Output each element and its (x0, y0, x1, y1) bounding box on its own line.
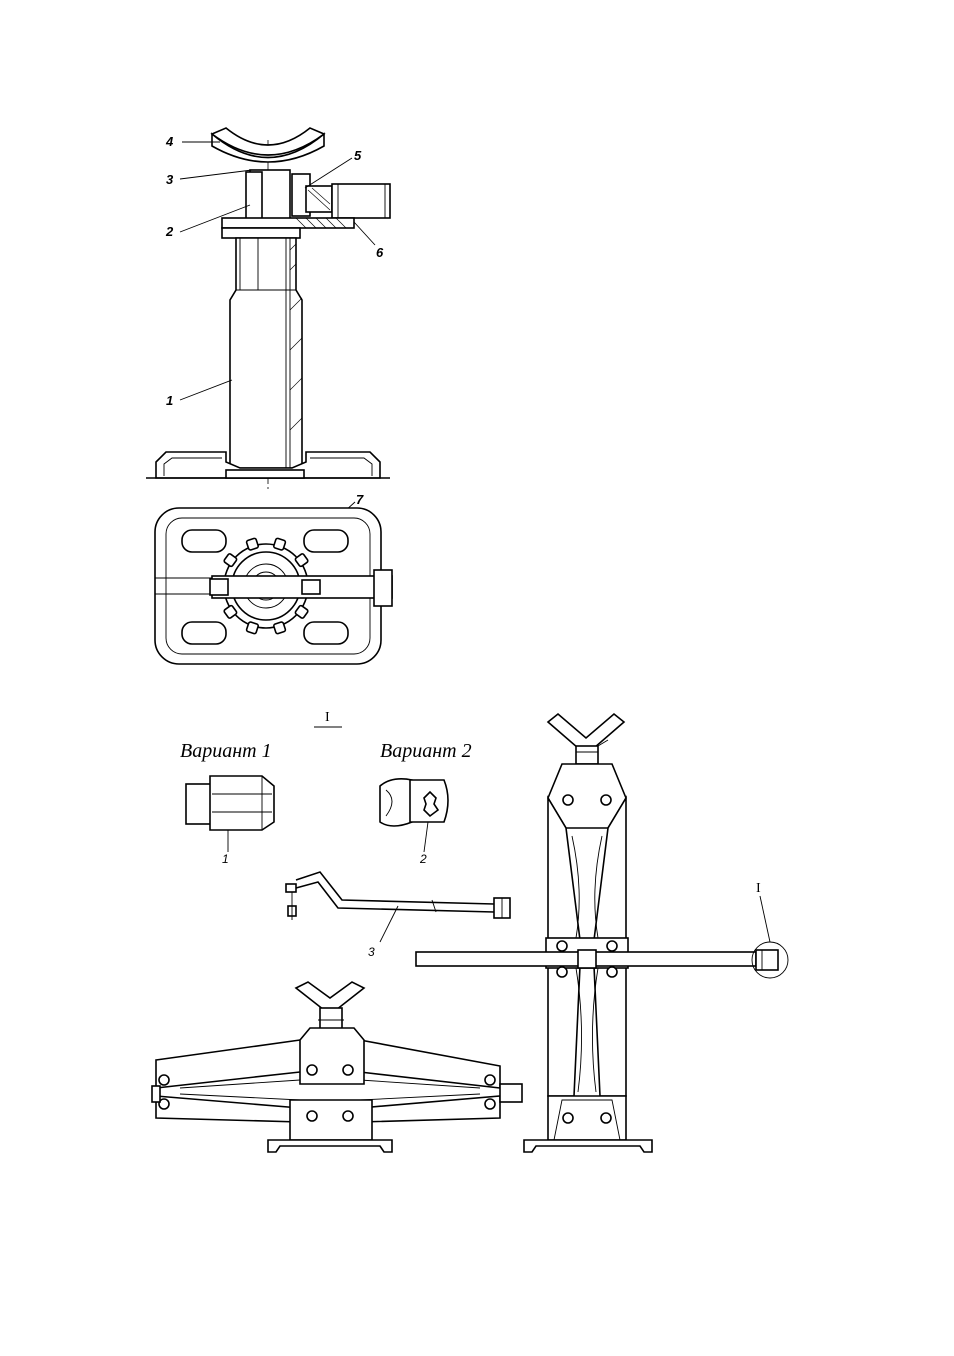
crank-handle: 3 (286, 872, 510, 959)
gear-tooth (273, 622, 286, 635)
variant2-part: 2 (419, 852, 427, 866)
callout-2: 2 (165, 224, 174, 239)
gear-tooth (246, 622, 259, 635)
variant1-part: 1 (222, 852, 229, 866)
variant1-socket: 1 (186, 776, 274, 866)
callout-3: 3 (166, 172, 174, 187)
variant2-socket: 2 (380, 779, 448, 866)
callout-1: 1 (166, 393, 173, 408)
callout-5: 5 (354, 148, 362, 163)
callout-6: 6 (376, 245, 384, 260)
jack-section-view: 4 3 2 1 5 6 7 (146, 128, 390, 548)
detail-title: I (325, 710, 330, 725)
handle-part: 3 (368, 945, 375, 959)
callout-4: 4 (165, 134, 174, 149)
variant2-label: Вариант 2 (380, 740, 472, 762)
gear-tooth (273, 538, 286, 551)
detail-section: I Вариант 1 Вариант 2 1 2 (152, 710, 788, 1152)
detail-marker: I (756, 881, 761, 896)
variant1-label: Вариант 1 (180, 740, 272, 762)
jack-plan-view (155, 508, 392, 664)
gear-tooth (246, 538, 259, 551)
scissor-jack-extended: I (416, 714, 788, 1152)
callout-7: 7 (356, 492, 364, 507)
scissor-jack-collapsed (152, 982, 522, 1152)
